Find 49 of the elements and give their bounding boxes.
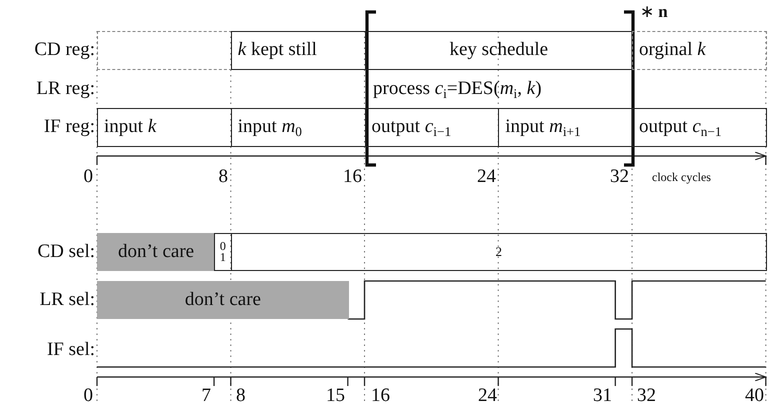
- row-label: IF sel:: [46, 339, 95, 361]
- register-cell: [632, 108, 767, 147]
- cell-text: don’t care: [184, 290, 261, 310]
- cell-text: input m$_{i+1}$: [505, 117, 581, 138]
- axis-label: 24: [477, 166, 496, 188]
- cell-text: k kept still: [238, 40, 317, 61]
- row-label: process c$_{i}$=DES(m$_{i}$, k): [373, 78, 542, 100]
- cell-text: 2: [496, 246, 502, 258]
- repeat-count: ∗ n: [640, 1, 668, 23]
- axis-label: 0: [84, 385, 93, 407]
- register-cell: [230, 31, 366, 70]
- cell-text: input m$_{0}$: [238, 117, 302, 138]
- cell-text: output c$_{n−1}$: [639, 117, 722, 138]
- axis-label: 0: [84, 166, 93, 188]
- axis-label: 16: [343, 166, 362, 188]
- cell-text: 0: [220, 240, 226, 252]
- row-label: CD sel:: [37, 241, 95, 263]
- register-cell: [97, 31, 232, 70]
- register-cell: [632, 31, 767, 70]
- cell-text: input k: [104, 117, 156, 138]
- cell-text: orginal k: [639, 40, 706, 61]
- axis-label: clock cycles: [652, 169, 711, 186]
- axis-label: 32: [610, 166, 629, 188]
- dont-care-region: [97, 281, 349, 319]
- axis-label: 7: [202, 385, 211, 407]
- row-label: CD reg:: [34, 39, 95, 61]
- axis-label: 8: [218, 166, 228, 188]
- axis-label: 24: [478, 385, 497, 407]
- register-cell: [230, 233, 767, 271]
- register-cell: [364, 31, 634, 70]
- axis-label: 15: [326, 385, 345, 407]
- axis-label: 32: [637, 385, 656, 407]
- axis-label: 16: [371, 385, 390, 407]
- register-cell: [364, 108, 500, 147]
- row-label: LR sel:: [40, 289, 95, 311]
- register-cell: [97, 108, 232, 147]
- cell-text: don’t care: [118, 242, 194, 262]
- axis-label: 40: [745, 385, 764, 407]
- axis-label: 8: [236, 385, 246, 407]
- axis-label: 31: [593, 385, 612, 407]
- dont-care-region: [97, 233, 216, 271]
- cell-text: output c$_{i−1}$: [372, 117, 452, 138]
- cell-text: key schedule: [449, 40, 548, 61]
- register-cell: [498, 108, 634, 147]
- register-cell: [214, 233, 232, 271]
- row-label: IF reg:: [44, 116, 95, 138]
- row-label: LR reg:: [36, 78, 95, 100]
- cell-text: 1: [220, 252, 226, 264]
- register-cell: [230, 108, 366, 147]
